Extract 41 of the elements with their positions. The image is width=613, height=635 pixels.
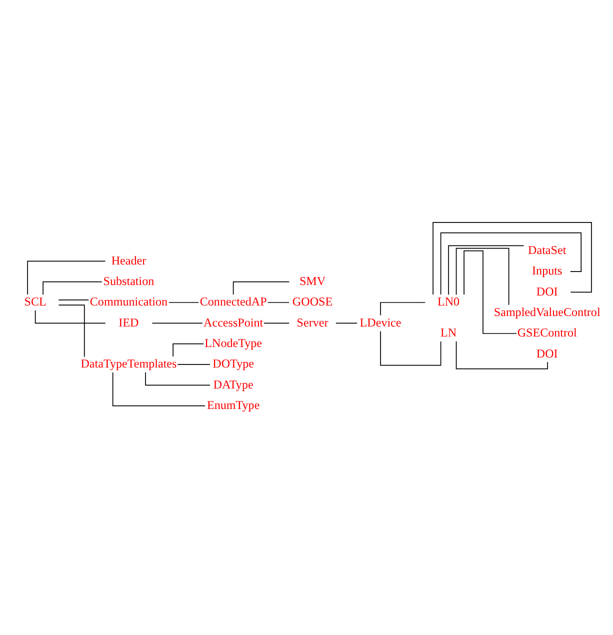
connector — [432, 222, 592, 294]
node-text: LN0 — [437, 294, 460, 308]
node-text: LDevice — [360, 314, 402, 329]
node-text: ConnectedAP — [200, 294, 267, 308]
connector — [380, 330, 442, 366]
connector — [464, 250, 517, 334]
node-text: Communication — [90, 294, 168, 308]
node-text: EnumType — [206, 397, 260, 412]
connector — [456, 247, 510, 305]
connector — [172, 342, 204, 356]
connector — [58, 299, 90, 300]
connector — [152, 322, 203, 324]
connector — [58, 304, 85, 357]
connector — [336, 322, 358, 324]
connector — [42, 280, 102, 294]
connector — [440, 232, 582, 294]
node-text: SampledValueControl — [494, 304, 600, 319]
node-text: SCL — [24, 294, 46, 308]
node-text: GOOSE — [292, 294, 333, 308]
node-text: Server — [296, 314, 328, 329]
node-text: AccessPoint — [204, 314, 264, 329]
node-text: DAType — [213, 376, 254, 391]
connector — [380, 302, 426, 316]
node-text: GSEControl — [517, 325, 577, 340]
node-text: Header — [111, 252, 146, 267]
connector — [264, 322, 290, 324]
node-text: DOI — [536, 346, 558, 360]
connector — [34, 310, 106, 324]
node-text: DataSet — [528, 242, 566, 257]
node-text: DOI — [536, 284, 558, 298]
node-text: LN — [440, 325, 457, 340]
connector — [448, 244, 524, 295]
node-text: Substation — [103, 274, 154, 288]
node-text: IED — [118, 314, 139, 329]
node-text: LNodeType — [204, 336, 262, 350]
node-text: DOType — [212, 356, 254, 370]
node-text: SMV — [299, 274, 326, 288]
connector — [112, 372, 206, 406]
node-text: Inputs — [532, 263, 562, 278]
node-text: DataTypeTemplates — [80, 356, 177, 370]
connector — [27, 260, 106, 294]
